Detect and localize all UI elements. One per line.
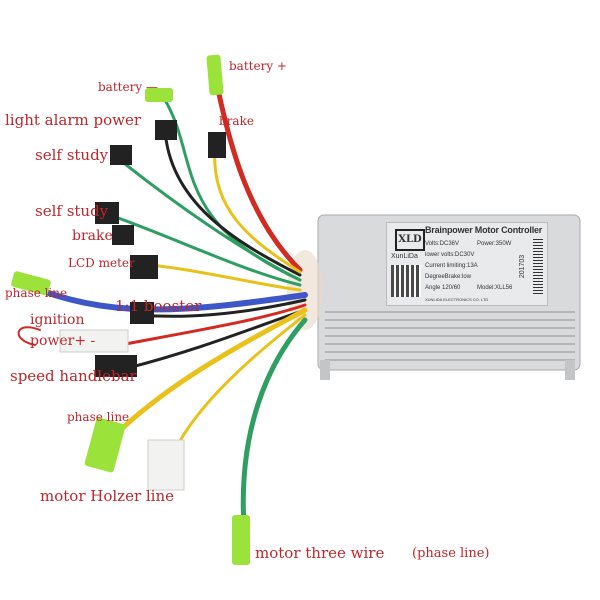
label-phase-line-left: phase line	[5, 286, 68, 300]
label-ignition: ignition	[30, 312, 85, 328]
lcd-meter-connector	[130, 255, 158, 279]
battery-plus-connector	[206, 54, 224, 96]
label-motor-holzer: motor Holzer line	[40, 487, 175, 505]
controller-label-plate: XLD XunLiDa Brainpower Motor Controller …	[386, 222, 548, 306]
plate-title: Brainpower Motor Controller	[425, 225, 543, 235]
motor-hall-connector	[147, 439, 185, 491]
motor-phase-connector	[232, 515, 250, 565]
label-speed-handlebar: speed handlebar	[10, 367, 137, 385]
brake-connector-mid	[112, 225, 134, 245]
label-lcd-meter: LCD meter	[68, 256, 135, 270]
label-self-study-1: self study	[35, 146, 109, 164]
xld-logo: XLD	[395, 229, 425, 251]
label-power: power+ -	[30, 333, 96, 349]
self-study-connector-2	[95, 202, 119, 224]
label-light-alarm-power: light alarm power	[5, 111, 142, 129]
brand-name: XunLiDa	[391, 253, 418, 260]
barcode	[533, 239, 543, 294]
plate-power: Power:350W	[477, 241, 512, 247]
phase-line-connector-bottom	[84, 417, 126, 473]
plate-manufacturer: XUNLIDA ELECTRONICS CO. LTD	[425, 297, 489, 302]
plate-current: Current limiting:13A	[425, 263, 478, 269]
plate-lower-volts: lower volts:DC30V	[425, 252, 475, 258]
label-self-study-2: self study	[35, 202, 109, 220]
booster-connector	[130, 302, 154, 324]
light-alarm-connector	[155, 120, 177, 140]
brake-connector-top	[208, 132, 226, 158]
label-booster: 1:1 booster	[115, 297, 202, 315]
plate-date: 201703	[519, 254, 527, 279]
plate-model: Model:XLL56	[477, 285, 513, 291]
label-battery-plus: battery +	[229, 59, 287, 73]
label-phase-line-bottom: phase line	[67, 410, 130, 424]
battery-minus-connector	[145, 88, 173, 102]
connectors	[11, 54, 250, 565]
label-motor-three-wire-note: (phase line)	[412, 546, 490, 561]
label-battery-minus: battery —	[98, 80, 158, 94]
label-motor-three-wire: motor three wire	[255, 544, 385, 562]
plate-degree-brake: DegreeBrake:low	[425, 274, 472, 280]
speed-handlebar-connector	[95, 355, 137, 377]
self-study-connector-1	[110, 145, 132, 165]
label-brake-mid: brake	[72, 228, 113, 244]
plate-angle: Angle 120/60	[425, 285, 461, 291]
phase-line-connector-left	[11, 271, 51, 296]
label-brake-top: brake	[219, 114, 254, 128]
qr-code	[391, 265, 421, 297]
ignition-power-connector	[59, 329, 129, 353]
plate-volts: Volts:DC36V	[425, 241, 460, 247]
